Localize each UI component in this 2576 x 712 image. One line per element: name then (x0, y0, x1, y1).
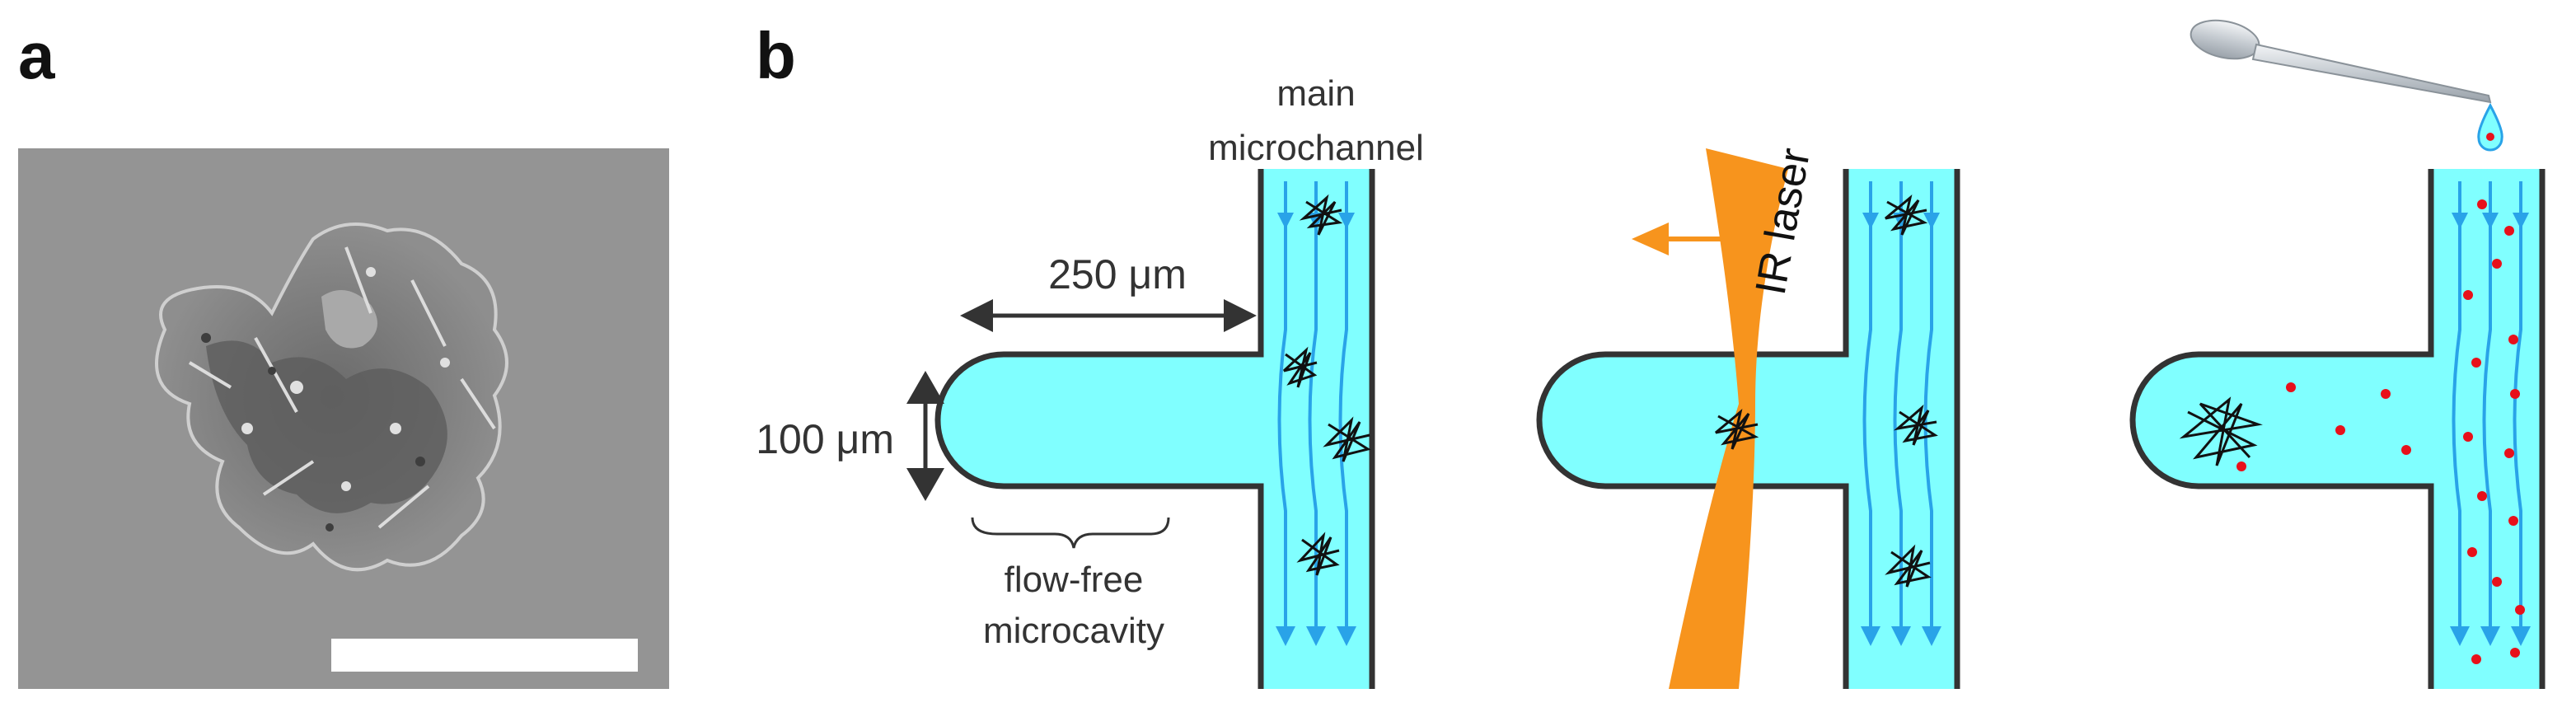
main-channel-label-line2: microchannel (1208, 128, 1424, 168)
flow-lines (1862, 181, 1933, 635)
flow-arrowheads-bottom (1861, 626, 1941, 646)
width-dimension-arrow (960, 299, 1257, 332)
panel-b-label: b (756, 19, 796, 92)
panel-a-label: a (18, 19, 55, 92)
flow-arrowheads-top (2452, 213, 2529, 229)
channel-wall-left (1536, 169, 1849, 689)
captured-cluster (2179, 396, 2263, 466)
flow-arrowheads-bottom (1276, 626, 1356, 646)
channel-wall-left (934, 169, 1264, 689)
channel-wall-left (2129, 169, 2434, 689)
ir-laser-beam (1669, 148, 1788, 689)
red-particles (2236, 199, 2525, 664)
scale-bar (331, 639, 638, 672)
height-dimension-arrow (906, 371, 944, 501)
main-channel-label-line1: main (1276, 73, 1355, 114)
aggregate-cluster (155, 222, 508, 572)
flow-arrowheads-bottom (2450, 626, 2531, 646)
cluster-particles (1282, 194, 1371, 576)
cavity-label-line1: flow-free (1005, 560, 1144, 600)
diagram-2: IR laser (1536, 145, 1960, 689)
flow-lines (2452, 181, 2522, 635)
microscope-image (18, 148, 669, 689)
cavity-brace (971, 517, 1170, 549)
cavity-label-line2: microcavity (983, 611, 1164, 651)
cluster-particles (1885, 194, 1938, 588)
droplet-icon (2477, 102, 2503, 152)
laser-motion-arrow (1632, 222, 1731, 255)
diagram-3 (2129, 19, 2546, 689)
trapped-cluster (1715, 409, 1759, 450)
flow-lines (1277, 181, 1348, 635)
diagram-1: 250 μm 100 μm flow-free microcavity main… (756, 73, 1424, 689)
width-label: 250 μm (1048, 251, 1187, 297)
pipette-icon (2190, 19, 2492, 104)
height-label: 100 μm (756, 416, 894, 462)
